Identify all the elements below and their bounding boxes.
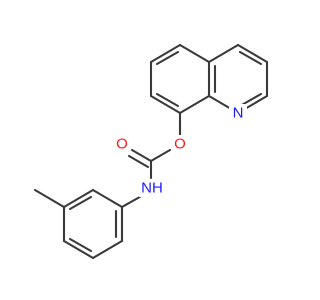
ester-o-label-bg xyxy=(171,135,189,153)
amide-nh-label-bg xyxy=(139,179,165,197)
bond-c-carbonyl-o-double-1 xyxy=(130,148,153,163)
bond-t5-t6 xyxy=(91,239,124,260)
bond-o-ester-c-carbonyl xyxy=(149,148,172,163)
carbonyl-oxygen-label: O xyxy=(116,136,128,153)
bond-c8-c8a xyxy=(178,94,211,115)
bond-t4-t5-inner xyxy=(68,237,93,253)
bond-c4a-c4 xyxy=(207,43,240,64)
amide-nh-label: NH xyxy=(141,180,163,197)
bond-t2-t3-inner xyxy=(68,195,93,211)
quinoline-benzo-ring xyxy=(149,43,211,115)
bond-c7-c8-inner xyxy=(155,92,180,108)
ring-n-label-bg xyxy=(229,104,247,122)
ring-nitrogen-label: N xyxy=(233,105,244,122)
bond-c4a-c5 xyxy=(178,43,211,64)
carbamate-linker xyxy=(120,111,182,209)
bond-c7-c8 xyxy=(149,94,182,115)
bond-c-carbonyl-o-double-2 xyxy=(127,154,150,169)
bond-t1-t2 xyxy=(91,188,124,209)
bond-t4-t5 xyxy=(62,239,95,260)
ester-oxygen-label: O xyxy=(174,136,186,153)
bond-c4-c3-inner xyxy=(238,50,263,66)
molecule-structure-diagram: N O O NH xyxy=(33,43,269,260)
bond-c4-c3 xyxy=(236,43,269,64)
carbonyl-o-label-bg xyxy=(113,135,131,153)
atom-labels: N O O NH xyxy=(113,104,247,197)
bond-c5-c6-inner xyxy=(155,50,180,66)
bond-t2-t3 xyxy=(62,188,95,209)
bond-methyl xyxy=(33,188,66,209)
quinoline-pyridine-ring xyxy=(207,43,269,115)
bond-c5-c6 xyxy=(149,43,182,64)
tolyl-ring xyxy=(33,188,124,260)
